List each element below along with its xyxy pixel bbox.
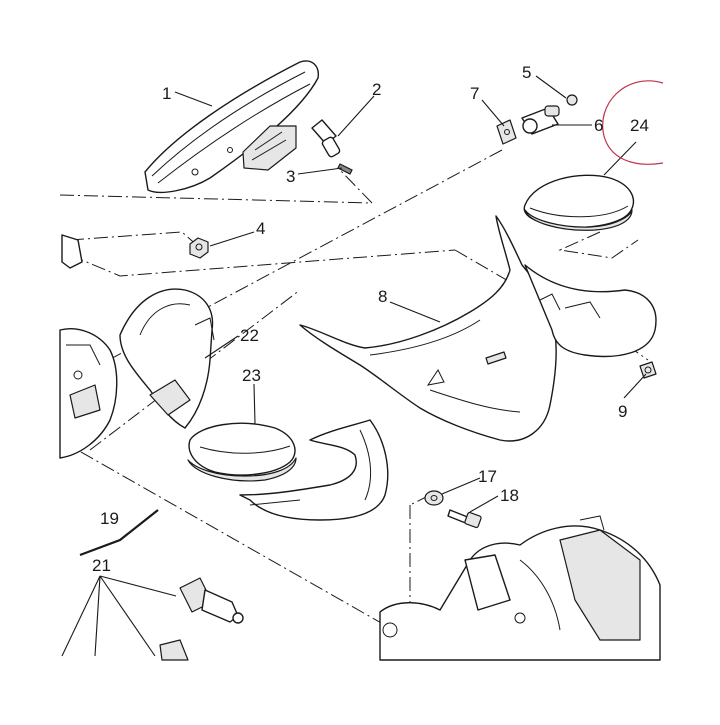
grommet-part-2 xyxy=(311,119,341,158)
bushing-part-6 xyxy=(521,105,560,135)
round-cover-part-23 xyxy=(187,422,297,482)
callout-18: 18 xyxy=(500,486,519,505)
callout-23: 23 xyxy=(242,366,261,385)
callout-19: 19 xyxy=(100,509,119,528)
callout-3: 3 xyxy=(286,167,295,186)
clip-part-7 xyxy=(496,119,517,145)
callout-2: 2 xyxy=(372,80,381,99)
callout-7: 7 xyxy=(470,84,479,103)
nut-part-4 xyxy=(189,237,209,259)
callout-5: 5 xyxy=(522,63,531,82)
screw-part-9 xyxy=(639,361,657,379)
callout-21: 21 xyxy=(92,556,111,575)
lower-duct xyxy=(239,419,389,521)
callout-9: 9 xyxy=(618,402,627,421)
callout-4: 4 xyxy=(256,219,265,238)
duct-bracket-part-22 xyxy=(119,288,215,429)
round-cover-part-24 xyxy=(523,174,635,231)
leader-lines xyxy=(61,75,647,657)
callout-22: 22 xyxy=(240,326,259,345)
highlight-arc xyxy=(602,80,664,165)
left-frame-support xyxy=(59,234,118,459)
callout-1: 1 xyxy=(162,84,171,103)
instrument-cluster-part-1 xyxy=(144,60,319,193)
washer-part-17 xyxy=(424,490,444,506)
bolt-part-18 xyxy=(447,509,482,529)
bulb-part-21 xyxy=(179,577,244,624)
callout-8: 8 xyxy=(378,287,387,306)
steering-head-frame xyxy=(379,515,661,661)
fairing-panel-part-8 xyxy=(299,215,657,442)
lamp-base-part-21 xyxy=(159,639,189,661)
screw-part-5 xyxy=(566,94,578,106)
callout-24: 24 xyxy=(630,116,649,135)
bracket-part-19 xyxy=(79,509,159,557)
spring-part-3 xyxy=(337,163,353,175)
callout-6: 6 xyxy=(594,116,603,135)
callout-labels: 1 2 3 4 5 6 7 8 9 17 18 19 21 22 23 24 xyxy=(92,63,649,575)
callout-17: 17 xyxy=(478,467,497,486)
